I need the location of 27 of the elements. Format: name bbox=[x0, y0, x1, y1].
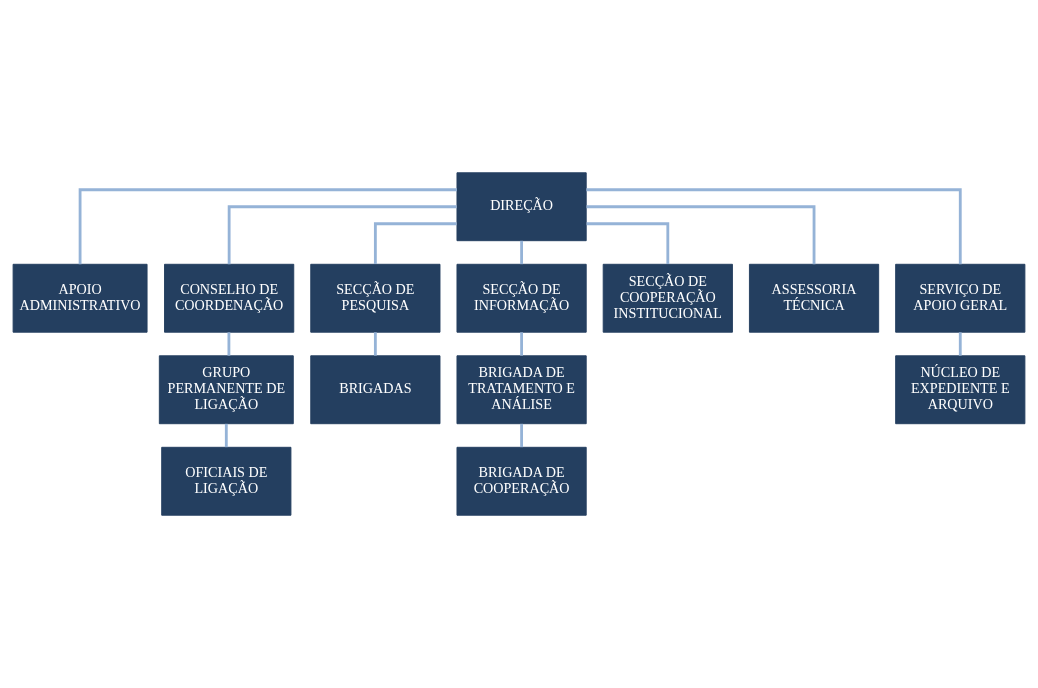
node-box: BRIGADA DE TRATAMENTO E ANÁLISE bbox=[456, 355, 587, 425]
connector bbox=[586, 222, 670, 265]
node-box: NÚCLEO DE EXPEDIENTE E ARQUIVO bbox=[895, 355, 1026, 425]
node-box: BRIGADAS bbox=[310, 355, 441, 425]
connector bbox=[958, 332, 962, 356]
node-box: ASSESSORIA TÉCNICA bbox=[748, 263, 880, 333]
node-box: GRUPO PERMANENTE DE LIGAÇÃO bbox=[158, 355, 294, 425]
node-box: CONSELHO DE COORDENAÇÃO bbox=[164, 263, 295, 333]
connector bbox=[78, 188, 457, 265]
connector bbox=[520, 423, 523, 448]
connector bbox=[224, 423, 228, 448]
connector bbox=[227, 332, 231, 356]
connector bbox=[520, 240, 523, 265]
connector bbox=[373, 332, 377, 356]
node-box: SECÇÃO DE PESQUISA bbox=[310, 263, 441, 333]
connector bbox=[520, 332, 523, 356]
connector bbox=[373, 222, 457, 265]
connector bbox=[586, 205, 816, 265]
connector bbox=[586, 188, 962, 265]
node-box: SERVIÇO DE APOIO GERAL bbox=[895, 263, 1026, 333]
connector bbox=[227, 205, 457, 265]
node-box: DIREÇÃO bbox=[456, 172, 587, 242]
node-box: APOIO ADMINISTRATIVO bbox=[12, 263, 148, 333]
node-box: BRIGADA DE COOPERAÇÃO bbox=[456, 446, 587, 516]
node-box: OFICIAIS DE LIGAÇÃO bbox=[161, 446, 292, 516]
node-box: SECÇÃO DE COOPERAÇÃO INSTITUCIONAL bbox=[602, 263, 733, 333]
node-box: SECÇÃO DE INFORMAÇÃO bbox=[456, 263, 587, 333]
